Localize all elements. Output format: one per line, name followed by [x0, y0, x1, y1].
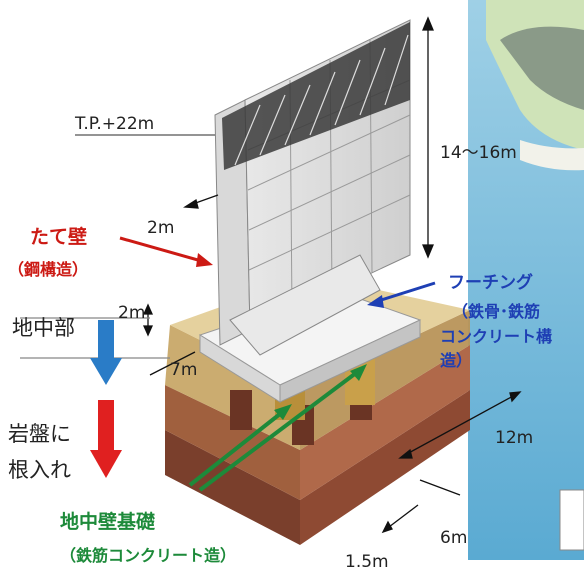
- vertical-wall: [214, 19, 411, 356]
- depth-arrows: [90, 320, 122, 478]
- vertical-wall-label: たて壁: [30, 226, 88, 248]
- width-6m-label: 6m: [440, 528, 468, 548]
- vertical-wall-sublabel: （鋼構造）: [8, 260, 89, 279]
- background-photo: [468, 0, 584, 560]
- footing-label: フーチング: [448, 273, 533, 293]
- bedrock-label-2: 根入れ: [8, 458, 71, 482]
- tp-level-label: T.P.+22m: [75, 114, 155, 134]
- footing-sublabel-1: （鉄骨･鉄筋: [452, 302, 541, 321]
- bedrock-label-1: 岩盤に: [8, 422, 71, 446]
- foundation-label: 地中壁基礎: [60, 511, 156, 533]
- footing-thickness-label: 2m: [118, 303, 146, 323]
- callout-arrows: [119, 236, 436, 492]
- width-12m-label: 12m: [495, 428, 534, 448]
- width-1-5m-label: 1.5m: [345, 552, 389, 572]
- underground-label: 地中部: [12, 316, 75, 340]
- footing-sublabel-3: 造）: [440, 351, 473, 370]
- footing-slab: [198, 289, 422, 403]
- footing-sublabel-2: コンクリート構: [440, 327, 553, 346]
- height-dimension-label: 14～16m: [440, 143, 517, 163]
- foundation-sublabel: （鉄筋コンクリート造）: [60, 546, 237, 565]
- wall-thickness-label: 2m: [147, 218, 175, 238]
- width-7m-label: 7m: [170, 360, 198, 380]
